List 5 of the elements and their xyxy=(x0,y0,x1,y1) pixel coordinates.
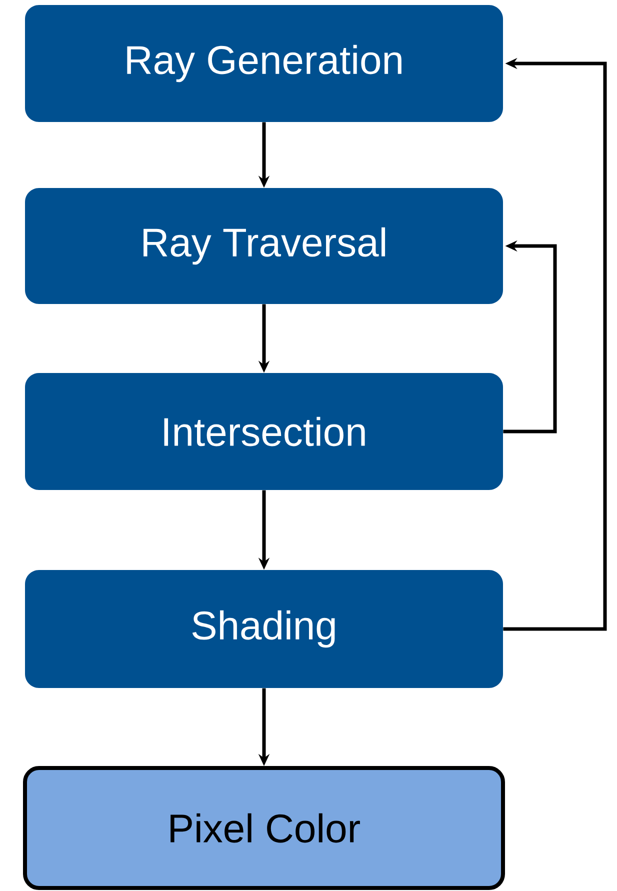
process-box: Intersection xyxy=(25,373,503,490)
process-box: Ray Generation xyxy=(25,5,503,122)
process-box: Shading xyxy=(25,570,503,688)
output-box: Pixel Color xyxy=(23,766,505,890)
process-box: Ray Traversal xyxy=(25,188,503,304)
